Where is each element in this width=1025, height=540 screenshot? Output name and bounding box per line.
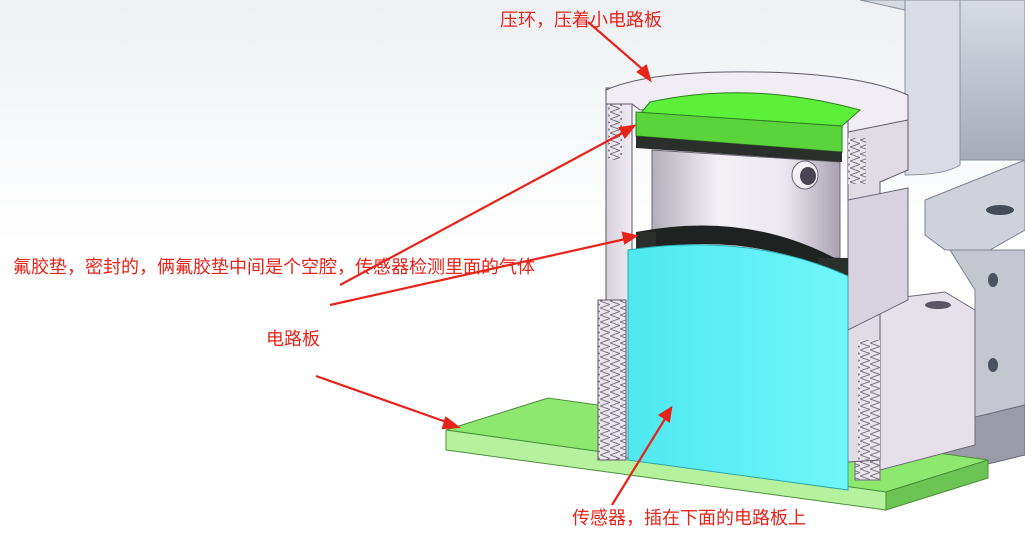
upper-gasket <box>636 136 842 162</box>
circuit-board-label: 电路板 <box>266 329 320 350</box>
small-circuit-board <box>635 92 862 153</box>
ptfe-gasket-label: 氟胶垫，密封的，俩氟胶垫中间是个空腔，传感器检测里面的气体 <box>13 257 535 278</box>
gas-sensor <box>627 244 849 491</box>
press-ring-label: 压环，压着小电路板 <box>500 10 662 31</box>
annotation-arrows <box>315 21 673 506</box>
sensor-label: 传感器，插在下面的电路板上 <box>572 508 806 529</box>
